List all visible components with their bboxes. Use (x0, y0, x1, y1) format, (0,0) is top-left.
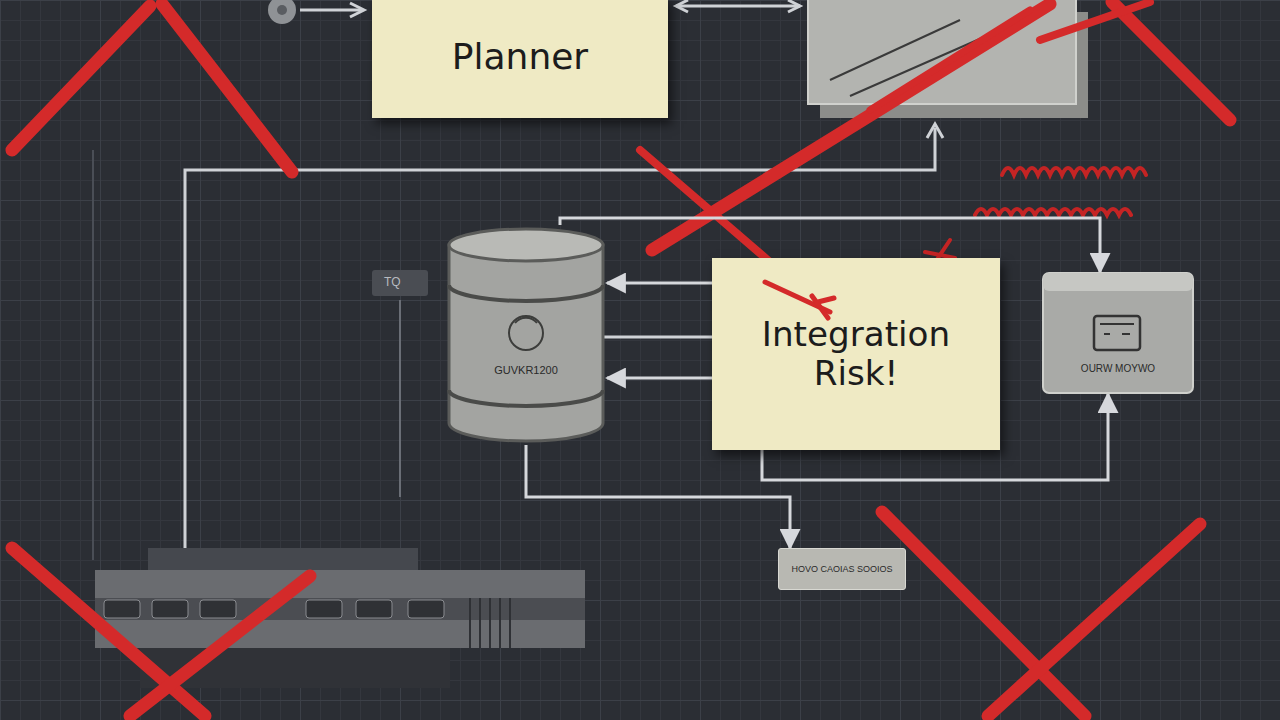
box-outline (1042, 272, 1194, 394)
sticky-note: Planner (372, 0, 668, 118)
connector (607, 377, 712, 380)
sticky-note: Integration Risk! (712, 258, 1000, 450)
database-cylinder: GUVKR1200 (445, 225, 607, 445)
node-text: HOVO CAOIAS SOOIOS (791, 564, 892, 574)
node-text: Integration Risk! (726, 315, 986, 394)
small-box: HOVO CAOIAS SOOIOS (778, 548, 906, 590)
connector (607, 282, 712, 285)
service-box: OURW MOYWO (1042, 272, 1194, 394)
tag-label: TQ (384, 275, 401, 289)
node-text: GUVKR1200 (494, 364, 558, 377)
node-text: Planner (452, 36, 588, 77)
cylinder-outline (445, 225, 607, 445)
node-text: OURW MOYWO (1081, 363, 1155, 375)
connector (526, 445, 790, 548)
